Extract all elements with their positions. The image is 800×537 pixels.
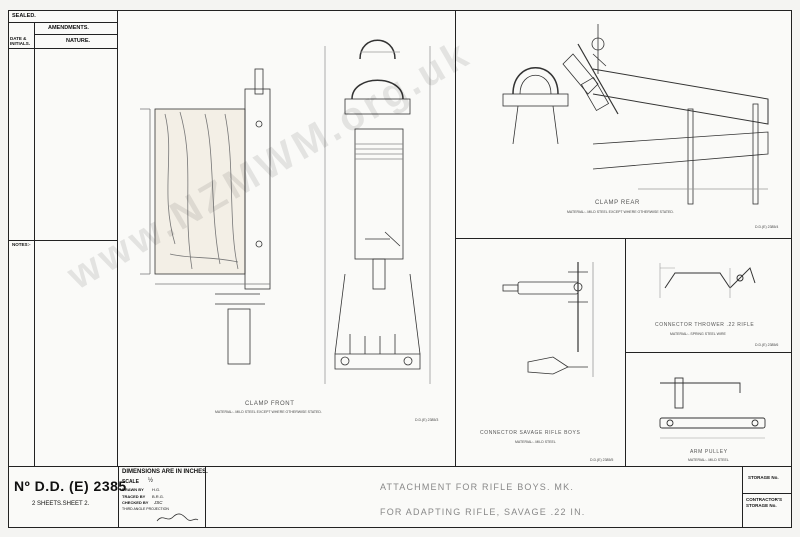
sheet-count: 2 SHEETS.SHEET 2. <box>32 501 90 507</box>
amendments-sidebar: SEALED. AMENDMENTS. DATE & INITIALS. NAT… <box>8 10 118 466</box>
connector-thrower-title: CONNECTOR THROWER .22 RIFLE <box>655 322 755 328</box>
third-angle-label: THIRD ANGLE PROJECTION <box>122 507 169 511</box>
clamp-rear-ref: D.D.(E) 2385/4 <box>755 225 779 229</box>
connector-rifle-title: CONNECTOR SAVAGE RIFLE BOYS <box>480 430 581 436</box>
sealed-label: SEALED. <box>12 13 36 19</box>
arm-pulley-material: MATERIAL:- MILD STEEL <box>688 458 729 462</box>
connector-thrower-drawing <box>659 263 756 298</box>
clamp-front-ref: D.D.(E) 2385/3 <box>415 418 439 422</box>
date-initials-label: DATE & INITIALS. <box>10 36 30 46</box>
clamp-front-title: CLAMP FRONT <box>245 401 295 407</box>
connector-ref: D.D.(E) 2385/5 <box>590 458 614 462</box>
title-line-1: ATTACHMENT FOR RIFLE BOYS. MK. <box>380 482 575 492</box>
clamp-front-material: MATERIAL:- MILD STEEL EXCEPT WHERE OTHER… <box>215 410 322 414</box>
thrower-ref: D.D.(E) 2385/6 <box>755 343 779 347</box>
connector-rifle-drawing <box>502 262 594 377</box>
checked-by-value: JSC <box>154 500 163 505</box>
drawing-frame <box>8 10 792 528</box>
storage-label: STORAGE No. <box>748 475 779 480</box>
title-line-2: FOR ADAPTING RIFLE, SAVAGE .22 IN. <box>380 507 586 517</box>
scale-label: SCALE <box>122 479 139 485</box>
nature-label: NATURE. <box>66 38 91 44</box>
clamp-rear-title: CLAMP REAR <box>595 200 640 206</box>
signature-mark <box>156 513 199 522</box>
drawing-number: Nº D.D. (E) 2385 <box>14 478 127 494</box>
drawn-by-value: H.G. <box>152 487 161 492</box>
checked-by-label: CHECKED BY <box>122 500 149 505</box>
dimensions-note: DIMENSIONS ARE IN INCHES. <box>122 469 208 475</box>
clamp-rear-drawing <box>502 24 769 205</box>
notes-label: NOTES:- <box>12 242 31 247</box>
amendments-label: AMENDMENTS. <box>48 25 89 31</box>
connector-thrower-material: MATERIAL:- SPRING STEEL WIRE <box>670 332 726 336</box>
traced-by-value: B.R.G. <box>152 494 165 499</box>
clamp-front-drawing <box>140 39 431 384</box>
traced-by-label: TRACED BY <box>122 494 146 499</box>
connector-rifle-material: MATERIAL:- MILD STEEL <box>515 440 556 444</box>
clamp-rear-material: MATERIAL:- MILD STEEL EXCEPT WHERE OTHER… <box>567 210 674 214</box>
drawn-by-label: DRAWN BY <box>122 487 144 492</box>
arm-pulley-title: ARM PULLEY <box>690 449 728 455</box>
arm-pulley-drawing <box>659 377 766 439</box>
contractors-storage-label: CONTRACTOR'S STORAGE No. <box>746 497 782 508</box>
scale-value: ½ <box>148 478 154 484</box>
